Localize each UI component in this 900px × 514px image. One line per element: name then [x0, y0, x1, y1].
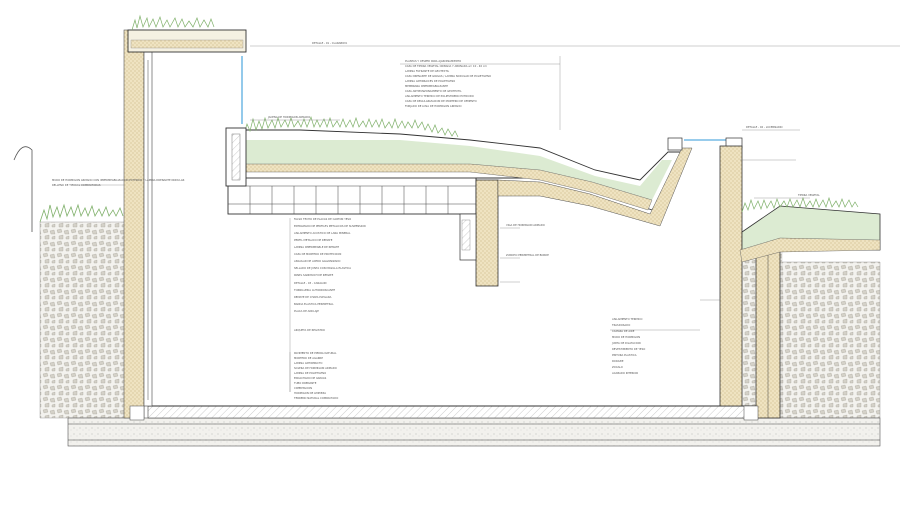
roof-slab: [227, 177, 477, 215]
label-right-10: ACABADO INTERIOR: [612, 371, 638, 375]
roof-joists: [249, 186, 449, 214]
label-ceiling-8: ANGULAR DE ACERO GALVANIZADO: [294, 259, 340, 263]
label-ceiling-14: PLACA DE ANCLAJE: [294, 309, 319, 313]
roof-insulation-layer: [245, 163, 653, 211]
label-ceiling-11: TORNILLERIA AUTORROSCANTE: [294, 288, 336, 292]
label-floor-7: TUBO DRENANTE: [294, 381, 317, 385]
label-lintel: JACENA DE HORMIGON ARMADO: [267, 115, 310, 119]
label-roof-stack-2: CAPA DE TIERRA VEGETAL CRIBADA Y ABONADA…: [405, 64, 487, 68]
roof-edge-inner: [231, 133, 241, 181]
skylight-top-grass: [131, 14, 215, 31]
label-roof-stack-5: LAMINA ANTIRRAICES DE POLIETILENO: [405, 79, 455, 83]
label-roof-stack-9: CAPA DE REGULARIZACION DE MORTERO DE CEM…: [405, 99, 477, 103]
label-roof-stack-4: CAPA DRENANTE DE GRAVAS / LAMINA NODULAR…: [405, 74, 491, 78]
right-wall-column: [719, 145, 743, 407]
label-ceiling-7: CAPA DE MORTERO DE PROTECCION: [294, 252, 341, 256]
label-right-1: AISLAMIENTO TERMICO: [612, 317, 642, 321]
label-right-8: RODAPIE: [612, 359, 624, 363]
label-roof-stack-3: LAMINA FILTRANTE DE GEOTEXTIL: [405, 69, 450, 73]
label-right-3: CAMARA DE AIRE: [612, 329, 635, 333]
label-floor-5: LAMINA DE POLIETILENO: [294, 371, 326, 375]
label-ceiling-13: BANDA ELASTICA PERIMETRAL: [294, 302, 334, 306]
label-ceiling-2: ENTRAMADO DE PERFILES METALICOS DE SUSPE…: [294, 224, 366, 228]
beam-block: [475, 179, 499, 287]
label-ceiling-9: SELLADO DE JUNTA CON MASILLA ELASTICA: [294, 266, 351, 270]
label-skylight-top: DETALLE - 01 - CLARABOYA: [312, 41, 347, 45]
label-ceiling-10: PANEL SANDWICH DE REMATE: [294, 273, 334, 277]
label-roof-stack-7: CAPA ANTIPUNZONAMIENTO DE GEOTEXTIL: [405, 89, 462, 93]
label-ceiling-3: AISLAMIENTO ACUSTICO DE LANA MINERAL: [294, 231, 351, 235]
grass-left: [39, 203, 124, 223]
leader-lines: [80, 45, 900, 392]
label-ceiling-6: LAMINA IMPERMEABLE DE REMATE: [294, 245, 339, 249]
label-roof-stack-6: MEMBRANA IMPERMEABILIZANTE: [405, 84, 448, 88]
label-floor-1: PAVIMENTO DE PIEDRA NATURAL: [294, 351, 337, 355]
right-interior-post: [743, 405, 759, 421]
label-roof-stack-1: PLANTAS Y CESPED PARA AJARDINAMIENTO: [405, 59, 461, 63]
left-interior-post: [129, 405, 145, 421]
label-ceiling-12: REMATE DE CHAPA PLEGADA: [294, 295, 332, 299]
arch-fragment: [13, 146, 33, 232]
label-fill-right: TIERRA VEGETAL: [798, 193, 820, 197]
label-skylight-right: DETALLE - 02 - LUCERNARIO: [746, 125, 783, 129]
roof-vegetation-fill: [246, 140, 672, 200]
soil-left: [39, 221, 133, 419]
label-roof-stack-10: FORJADO DE LOSA DE HORMIGON ARMADO: [405, 104, 462, 108]
beam-inner: [461, 219, 471, 251]
skylight-top-insulation: [130, 39, 244, 49]
floor-finish: [147, 405, 759, 419]
valley-insulation: [497, 147, 693, 227]
label-floor-3: LAMINA ANTIIMPACTO: [294, 361, 322, 365]
label-right-6: REVESTIMIENTO DE YESO: [612, 347, 645, 351]
foundation-slab: [67, 417, 881, 447]
label-roof-stack-8: AISLAMIENTO TERMICO DE POLIESTIRENO EXTR…: [405, 94, 474, 98]
label-right-7: PINTURA PLASTICA: [612, 353, 637, 357]
left-wall-insulation: [123, 29, 145, 419]
right-roof-insulation: [739, 237, 881, 263]
label-floor-6: ENCACHADO DE GRAVAS: [294, 376, 327, 380]
soil-right: [779, 261, 881, 419]
label-floor-2: MORTERO DE AGARRE: [294, 356, 323, 360]
annotations: DETALLE - 01 - CLARABOYA PLANTAS Y CESPE…: [52, 41, 820, 400]
label-right-2: TRASDOSADO: [612, 323, 630, 327]
label-right-9: ZOCALO: [612, 365, 623, 369]
label-right-5: JUNTA DE DILATACION: [611, 341, 641, 345]
label-floor-11: ARQUETA DE REGISTRO: [294, 328, 325, 332]
skylight-right-frame-left: [667, 137, 683, 151]
label-floor-4: SOLERA DE HORMIGON ARMADO: [294, 366, 337, 370]
label-ceiling-4: DETALLE - 03 - CANALON: [294, 281, 326, 285]
label-ceiling-1: FALSO TECHO DE PLACAS DE CARTON YESO: [294, 217, 351, 221]
label-floor-8: CIMENTACION: [294, 386, 312, 390]
label-wall-left: MURO DE HORMIGON ARMADO CON IMPERMEABILI…: [52, 178, 185, 182]
label-beam-2: ZUNCHO PERIMETRAL DE BORDE: [506, 253, 549, 257]
label-fill-left: RELLENO DE TIERRAS COMPACTADAS: [52, 183, 101, 187]
right-roof-grass: [741, 196, 859, 213]
label-beam-1: VIGA DE HORMIGON ARMADO: [506, 223, 545, 227]
label-floor-9: HORMIGON DE LIMPIEZA: [294, 391, 326, 395]
label-right-4: MURO DE HORMIGON: [612, 335, 640, 339]
label-ceiling-5: PERFIL METALICO DE REMATE: [294, 238, 333, 242]
label-floor-10: TERRENO NATURAL COMPACTADO: [294, 396, 338, 400]
roof-grass: [243, 115, 459, 138]
